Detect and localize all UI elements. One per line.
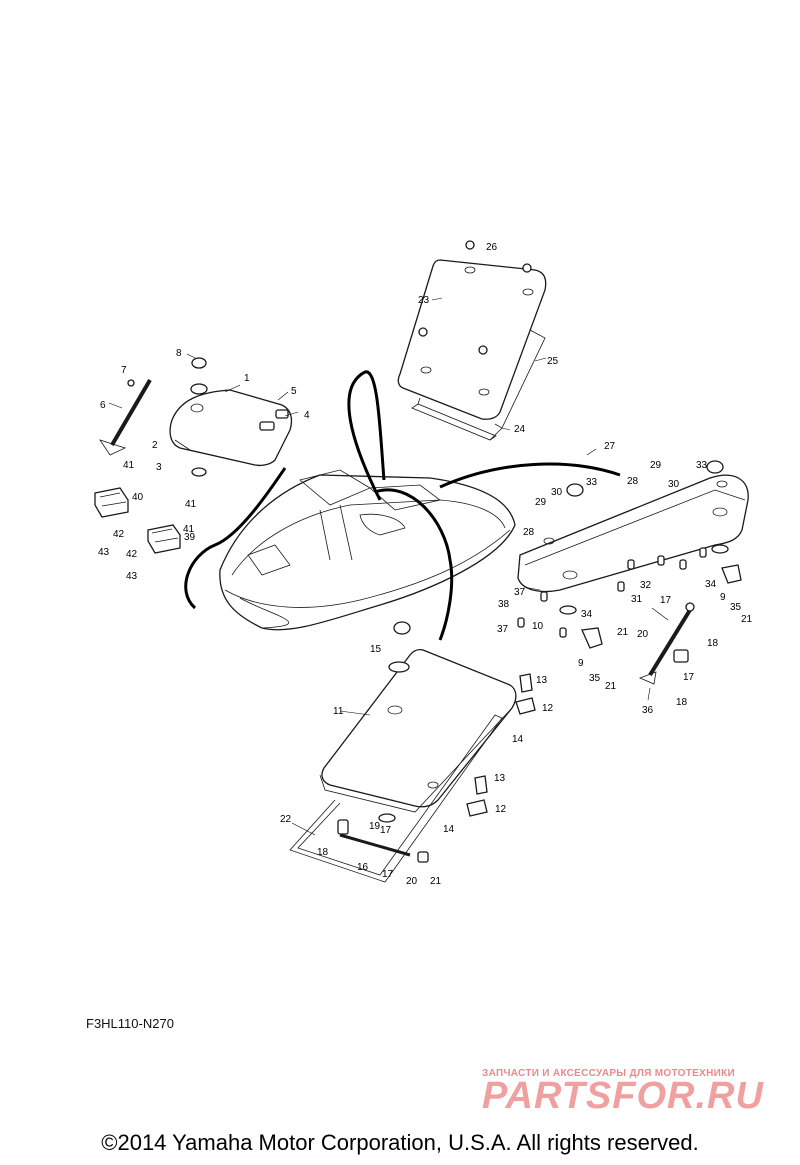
callout-13a: 13: [536, 675, 548, 686]
callout-16: 16: [357, 862, 369, 873]
callout-42a: 42: [113, 529, 125, 540]
callout-25: 25: [547, 356, 559, 367]
callout-10: 10: [532, 621, 544, 632]
callout-5: 5: [291, 386, 297, 397]
callout-28b: 28: [627, 476, 639, 487]
callout-36: 36: [642, 705, 654, 716]
callout-29b: 29: [650, 460, 662, 471]
callout-21a: 21: [430, 876, 442, 887]
diagram-code: F3HL110-N270: [86, 1016, 174, 1031]
callout-21c: 21: [605, 681, 617, 692]
callout-12b: 12: [495, 804, 507, 815]
bracket-34: [581, 564, 742, 649]
callout-9a: 9: [578, 658, 584, 669]
watermark: ЗАПЧАСТИ И АКСЕССУАРЫ ДЛЯ МОТОТЕХНИКИ PA…: [482, 1068, 792, 1117]
callout-12a: 12: [542, 703, 554, 714]
callout-31: 31: [631, 594, 643, 605]
callout-30a: 30: [551, 487, 563, 498]
callout-42b: 42: [126, 549, 138, 560]
callout-41a: 41: [123, 460, 135, 471]
frame-22: [289, 714, 503, 883]
watermark-tagline: ЗАПЧАСТИ И АКСЕССУАРЫ ДЛЯ МОТОТЕХНИКИ: [482, 1068, 735, 1079]
callouts: 1 2 3 4 5 6 7 8 9 9 10 11 12 12 13 13 14…: [98, 242, 753, 887]
boat-hull: [219, 469, 516, 631]
callout-7: 7: [121, 365, 127, 376]
callout-18c: 18: [676, 697, 688, 708]
callout-14a: 14: [512, 734, 524, 745]
callout-43b: 43: [126, 571, 138, 582]
callout-38: 38: [498, 599, 510, 610]
callout-30b: 30: [668, 479, 680, 490]
callout-35b: 35: [730, 602, 742, 613]
switch-block-40: [94, 487, 129, 518]
callout-9b: 9: [720, 592, 726, 603]
callout-24: 24: [514, 424, 526, 435]
rod-16: [337, 813, 429, 863]
stay-rod-6: [99, 378, 152, 456]
callout-35a: 35: [589, 673, 601, 684]
leader-lines: [108, 297, 669, 836]
callout-23: 23: [418, 295, 430, 306]
callout-17a: 17: [380, 825, 392, 836]
callout-18a: 18: [317, 847, 329, 858]
switch-block-39: [147, 524, 181, 554]
callout-4: 4: [304, 410, 310, 421]
callout-8: 8: [176, 348, 182, 359]
callout-37a: 37: [514, 587, 526, 598]
standoffs-31-32: [517, 547, 707, 638]
callout-33b: 33: [696, 460, 708, 471]
callout-40: 40: [132, 492, 144, 503]
callout-26: 26: [486, 242, 498, 253]
callout-21b: 21: [617, 627, 629, 638]
front-hatch-1: [169, 357, 293, 477]
watermark-logo: PARTSFOR.RU: [482, 1075, 764, 1117]
callout-18b: 18: [707, 638, 719, 649]
callout-20a: 20: [406, 876, 418, 887]
hatch-lid-23: [397, 240, 547, 429]
callout-6: 6: [100, 400, 106, 411]
callout-19: 19: [369, 821, 381, 832]
callout-33a: 33: [586, 477, 598, 488]
cushion-11: [319, 621, 517, 813]
callout-17b: 17: [382, 869, 394, 880]
callout-34a: 34: [581, 609, 593, 620]
callout-43a: 43: [98, 547, 110, 558]
callout-3: 3: [156, 462, 162, 473]
callout-37b: 37: [497, 624, 509, 635]
callout-11: 11: [333, 706, 344, 717]
callout-21d: 21: [741, 614, 753, 625]
callout-41b: 41: [185, 499, 197, 510]
callout-17c: 17: [660, 595, 672, 606]
callout-28a: 28: [523, 527, 535, 538]
copyright-notice: ©2014 Yamaha Motor Corporation, U.S.A. A…: [101, 1130, 699, 1155]
callout-15: 15: [370, 644, 382, 655]
callout-17d: 17: [683, 672, 695, 683]
callout-39: 39: [184, 532, 196, 543]
gas-strut-36: [638, 602, 695, 685]
callout-2: 2: [152, 440, 158, 451]
callout-34b: 34: [705, 579, 717, 590]
callout-20b: 20: [637, 629, 649, 640]
callout-22: 22: [280, 814, 292, 825]
callout-41c: 41: [183, 524, 195, 535]
callout-1: 1: [244, 373, 250, 384]
seat-cushion-27: [517, 460, 749, 615]
callout-32: 32: [640, 580, 652, 591]
gasket-24: [411, 397, 503, 441]
callout-29a: 29: [535, 497, 547, 508]
latches-12-13-14: [466, 673, 536, 817]
connector-hoses: [184, 370, 621, 641]
callout-13b: 13: [494, 773, 506, 784]
callout-14b: 14: [443, 824, 455, 835]
callout-27: 27: [604, 441, 616, 452]
